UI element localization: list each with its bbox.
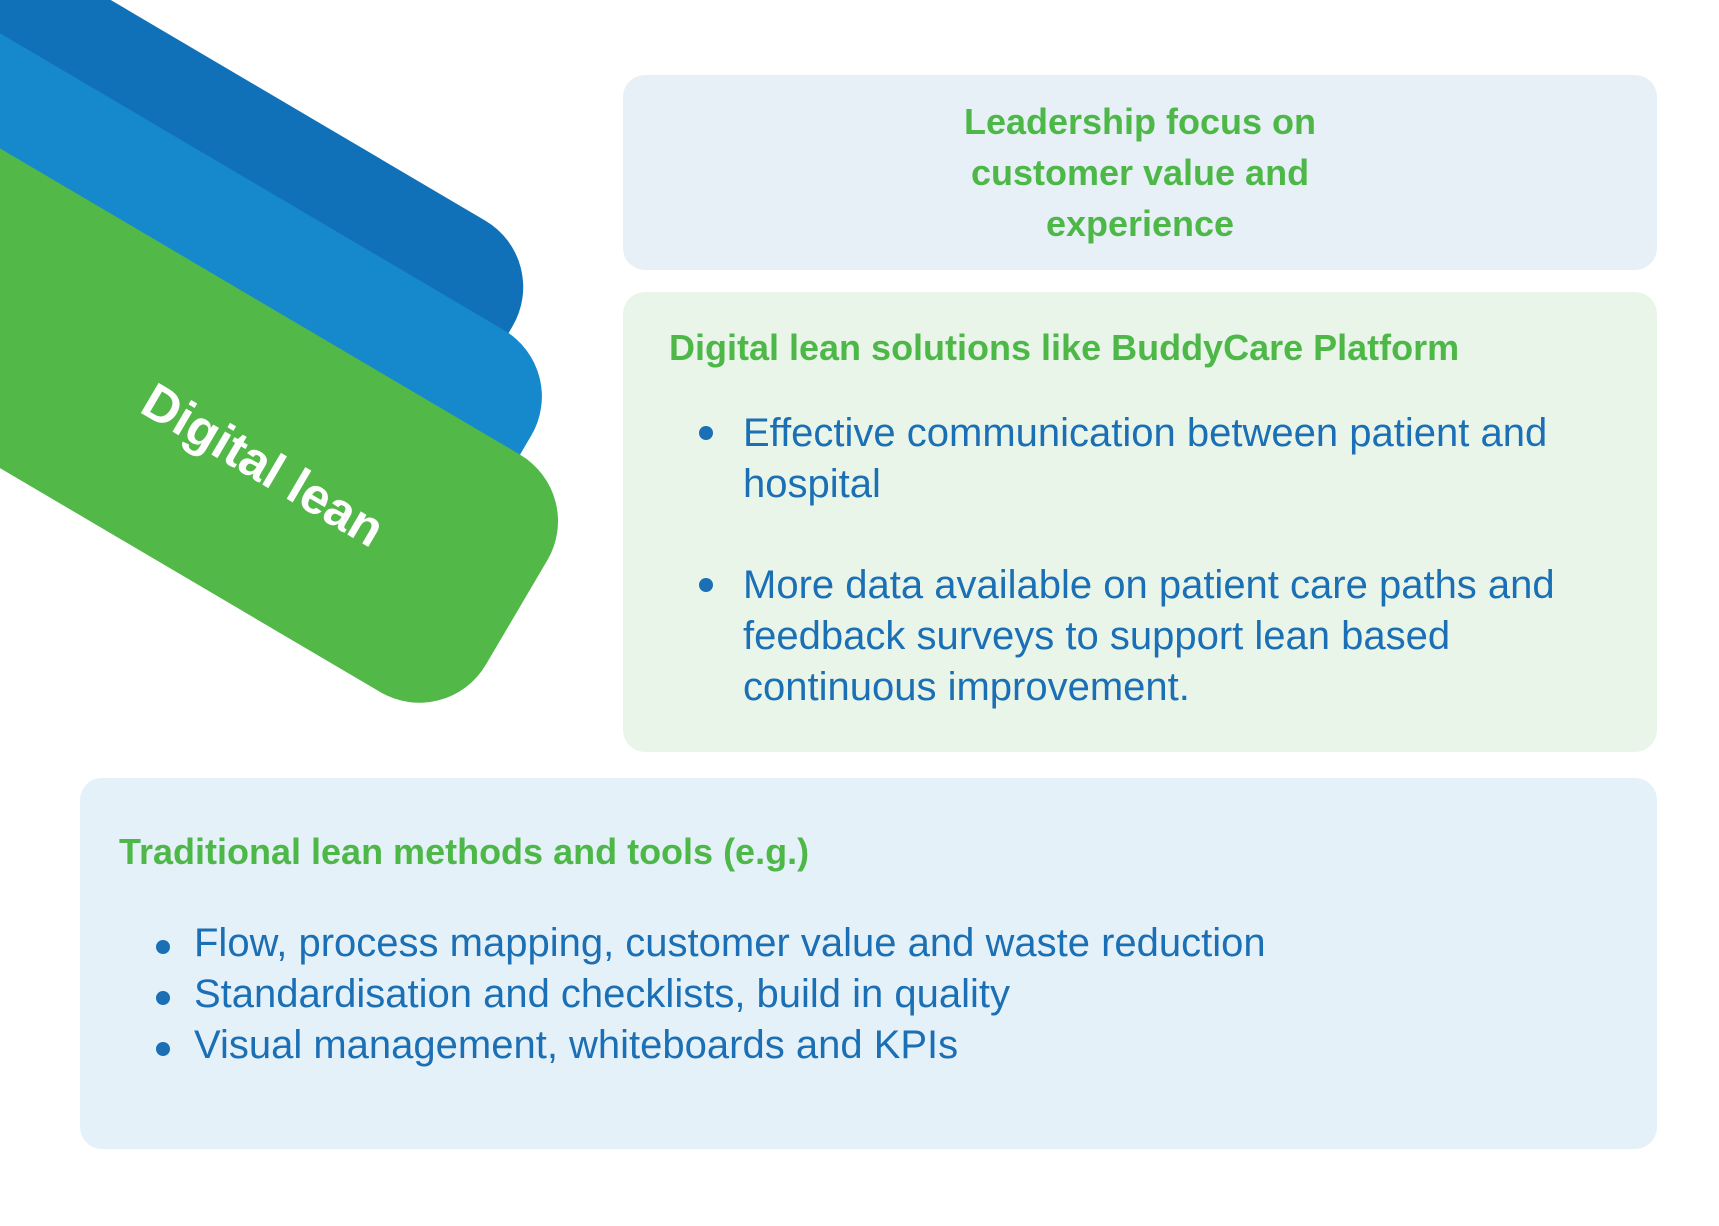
list-item-text: Flow, process mapping, customer value an… [194, 921, 1266, 965]
bullet-icon [156, 1042, 170, 1056]
green-band [0, 0, 559, 703]
list-item-text: Effective communication between patient … [743, 411, 1548, 506]
traditional-lean-box: Traditional lean methods and tools (e.g.… [80, 778, 1657, 1149]
leadership-focus-title: Leadership focus on customer value and e… [963, 101, 1317, 244]
bullet-icon [699, 578, 713, 592]
bullet-icon [156, 991, 170, 1005]
digital-lean-bullet-list: Effective communication between patient … [669, 408, 1657, 713]
list-item: Visual management, whiteboards and KPIs [119, 1020, 1657, 1071]
list-item: Effective communication between patient … [669, 408, 1603, 510]
traditional-lean-heading: Traditional lean methods and tools (e.g.… [119, 831, 810, 872]
traditional-lean-bullet-list: Flow, process mapping, customer value an… [119, 918, 1657, 1071]
list-item-text: More data available on patient care path… [743, 563, 1555, 709]
list-item-text: Visual management, whiteboards and KPIs [194, 1023, 959, 1067]
list-item: Flow, process mapping, customer value an… [119, 918, 1657, 969]
bullet-icon [156, 940, 170, 954]
digital-lean-solutions-box: Digital lean solutions like BuddyCare Pl… [623, 292, 1657, 752]
list-item: More data available on patient care path… [669, 560, 1603, 713]
digital-lean-heading: Digital lean solutions like BuddyCare Pl… [669, 327, 1460, 368]
leadership-focus-box: Leadership focus on customer value and e… [623, 75, 1657, 270]
bullet-icon [699, 426, 713, 440]
list-item-text: Standardisation and checklists, build in… [194, 972, 1011, 1016]
list-item: Standardisation and checklists, build in… [119, 969, 1657, 1020]
